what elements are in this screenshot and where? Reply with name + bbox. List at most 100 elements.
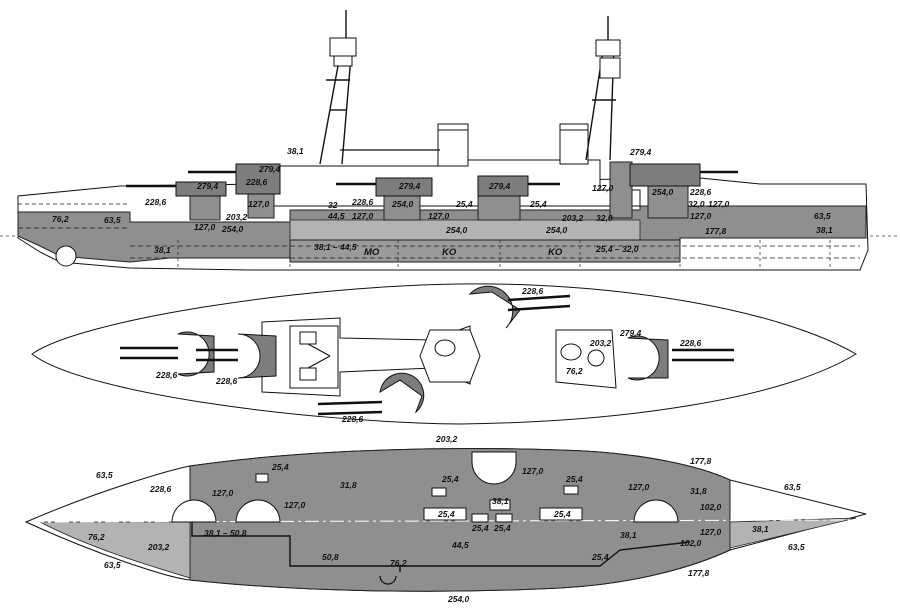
plan-label: 279,4 <box>619 328 642 338</box>
deck-label: 44,5 <box>451 540 469 550</box>
profile-label: 127,0 <box>592 183 614 193</box>
profile-label: 38,1 <box>154 245 171 255</box>
deck-step-line-2 <box>400 541 691 567</box>
profile-label: 254,0 <box>221 224 244 234</box>
plan-turret-e <box>627 335 669 381</box>
deck-label: 25,4 <box>591 552 609 562</box>
turret-b <box>235 163 281 195</box>
barbette-hole-4 <box>633 499 679 523</box>
main-top-lower <box>599 57 621 79</box>
profile-label: 279,4 <box>398 181 421 191</box>
fore-top <box>329 37 357 57</box>
plan-label: 228,6 <box>341 414 364 424</box>
profile-label: 228,6 <box>351 197 374 207</box>
profile-label: 254,0 <box>651 187 674 197</box>
deck-label: 127,0 <box>628 482 650 492</box>
profile-label: 25,4 <box>455 199 473 209</box>
mid-house <box>419 329 481 383</box>
profile-label: 63,5 <box>814 211 831 221</box>
profile-label: 127,0 <box>428 211 450 221</box>
plan-label: 203,2 <box>589 338 612 348</box>
profile-label: 279,4 <box>488 181 511 191</box>
deck-label: 76,2 <box>390 558 407 568</box>
profile-label: 32,0 <box>688 199 705 209</box>
deck-label: 203,2 <box>147 542 170 552</box>
deck-plan <box>24 448 867 592</box>
profile-label: 63,5 <box>104 215 121 225</box>
profile-label: 177,8 <box>705 226 727 236</box>
plan-turret-d <box>379 372 425 414</box>
profile-label: 254,0 <box>445 225 468 235</box>
profile-label: 279,4 <box>196 181 219 191</box>
fore-top-lower <box>333 55 353 67</box>
deck-lower-shading <box>39 521 191 579</box>
deck-label: 63,5 <box>784 482 801 492</box>
profile-label: MO <box>364 247 380 258</box>
funnel-plan-aft <box>560 343 582 361</box>
plan-labels: 228,6 228,6 228,6 228,6 279,4 203,2 76,2… <box>155 286 702 424</box>
profile-label: 38,1 – 44,5 <box>314 242 357 252</box>
gun-barrels-profile <box>126 170 738 188</box>
deck-notch <box>379 575 397 585</box>
profile-label: 228,6 <box>144 197 167 207</box>
barbette-hole-3 <box>471 451 517 485</box>
profile-view <box>0 10 900 271</box>
turret-a <box>175 181 227 197</box>
deck-label: 63,5 <box>96 470 113 480</box>
profile-label: 38,1 <box>816 225 833 235</box>
main-top <box>595 39 621 57</box>
deck-label: 31,8 <box>690 486 707 496</box>
fwd-bridge <box>289 325 339 389</box>
profile-label: 25,4 – 32,0 <box>595 244 639 254</box>
plan-view <box>31 283 857 425</box>
deck-centreline <box>29 519 865 523</box>
profile-label: 32,0 <box>596 213 613 223</box>
profile-label: 32 <box>328 200 338 210</box>
profile-label: 127,0 <box>194 222 216 232</box>
deck-label: 25,4 <box>441 474 459 484</box>
profile-label: 279,4 <box>258 164 281 174</box>
deck-label: 25,4 <box>437 509 455 519</box>
deck-label: 102,0 <box>680 538 702 548</box>
propeller <box>55 245 77 267</box>
profile-label: 127,0 <box>690 211 712 221</box>
plan-label: 228,6 <box>215 376 238 386</box>
funnel-aft <box>559 123 589 165</box>
turret-d <box>477 175 529 197</box>
deck-label: 25,4 <box>565 474 583 484</box>
profile-label: 279,4 <box>629 147 652 157</box>
plan-label: 76,2 <box>566 366 583 376</box>
deck-hatches <box>255 473 583 523</box>
profile-label: 228,6 <box>245 177 268 187</box>
turret-c <box>375 177 433 197</box>
deck-label: 127,0 <box>522 466 544 476</box>
turret-e <box>629 163 701 187</box>
deck-label: 50,8 <box>322 552 339 562</box>
plan-label: 228,6 <box>521 286 544 296</box>
fore-mast <box>319 10 353 165</box>
deck-label: 76,2 <box>88 532 105 542</box>
deck-label: 127,0 <box>700 527 722 537</box>
deck-label: 203,2 <box>435 434 458 444</box>
fwd-mast-plan <box>299 331 331 381</box>
plan-turret-b <box>237 333 277 379</box>
profile-label: 254,0 <box>545 225 568 235</box>
deck-label: 63,5 <box>788 542 805 552</box>
deck-label: 25,4 <box>271 462 289 472</box>
deck-label: 228,6 <box>149 484 172 494</box>
profile-label: 228,6 <box>689 187 712 197</box>
profile-labels: 38,1 279,4 279,4 228,6 279,4 279,4 279,4… <box>52 146 833 258</box>
profile-label: 127,0 <box>708 199 730 209</box>
deck-label: 63,5 <box>104 560 121 570</box>
profile-label: 127,0 <box>352 211 374 221</box>
funnel-fwd <box>437 123 469 167</box>
barbette-hole-2 <box>235 499 281 523</box>
profile-label: 203,2 <box>225 212 248 222</box>
deck-label: 254,0 <box>447 594 470 604</box>
plan-gun-barrels <box>120 294 734 416</box>
deck-label: 38,1 – 50,8 <box>204 528 247 538</box>
deck-labels: 203,2 177,8 63,5 228,6 25,4 31,8 127,0 1… <box>88 434 805 604</box>
deck-label: 127,0 <box>212 488 234 498</box>
main-mast <box>585 16 616 161</box>
